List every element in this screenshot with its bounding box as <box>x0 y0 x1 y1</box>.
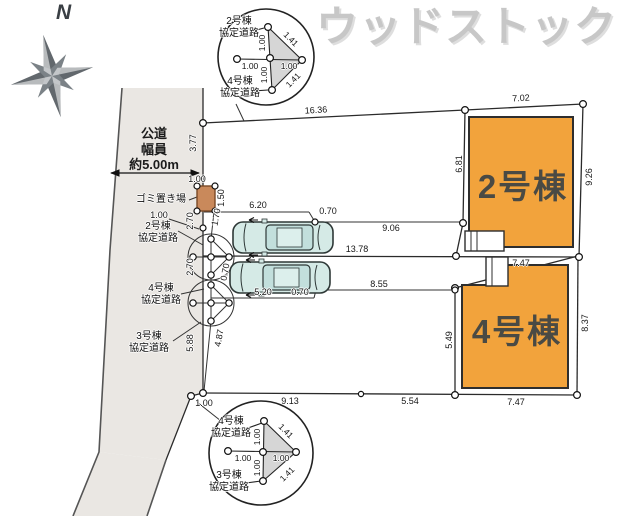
road-label-line: 約5.00m <box>129 157 179 172</box>
label-b4-agreement-road: 4号棟 協定道路 <box>141 283 181 307</box>
road-label-line: 幅員 <box>140 141 167 157</box>
dimension-label: 5.54 <box>401 396 419 406</box>
label-line: 協定道路 <box>138 233 178 244</box>
dimension-label: 13.78 <box>345 244 369 254</box>
callout-top-label-a: 2号棟 協定道路 <box>219 16 259 40</box>
dimension-label: 2.70 <box>185 258 195 276</box>
label-line: 4号棟 <box>227 76 253 87</box>
dimension-label: 1.00 <box>195 398 213 408</box>
label-line: 3号棟 <box>136 331 162 342</box>
dimension-label: 2.70 <box>185 212 195 230</box>
dimension-label: 1.00 <box>241 61 259 71</box>
dimension-label: 1.50 <box>216 189 226 207</box>
label-line: 4号棟 <box>148 283 174 294</box>
callout-top-label-b: 4号棟 協定道路 <box>220 76 260 100</box>
label-b3-agreement-road: 3号棟 協定道路 <box>129 331 169 355</box>
agreement-road-motifs <box>187 233 235 327</box>
road-label-line: 公道 <box>140 126 167 141</box>
building-2-porch <box>464 230 505 252</box>
label-line: 2号棟 <box>226 16 252 27</box>
dimension-label: 1.00 <box>272 453 290 463</box>
building-4-name: 4号棟 <box>471 313 563 350</box>
dimension-label: 1.00 <box>259 66 269 84</box>
dimension-label: 5.88 <box>185 334 195 352</box>
page-title: ウッドストック <box>315 3 617 50</box>
callout-bottom-label-b: 3号棟 協定道路 <box>209 470 249 494</box>
label-line: 協定道路 <box>209 482 249 493</box>
compass-rose-icon <box>10 34 94 118</box>
dimension-label: 5.20 <box>254 287 272 297</box>
dimension-label: 8.55 <box>370 279 388 289</box>
dimension-label: 1.00 <box>234 453 252 463</box>
dimension-label: 5.49 <box>444 331 454 349</box>
north-label: N <box>56 1 72 24</box>
dimension-label: 16.36 <box>304 104 328 116</box>
dimension-label: 3.77 <box>188 134 198 152</box>
building-4-porch <box>485 256 509 287</box>
dimension-label: 7.47 <box>507 397 525 407</box>
garbage-station <box>196 185 216 212</box>
building-4 <box>461 256 569 389</box>
dimension-label: 7.02 <box>511 92 531 104</box>
dimension-label: 1.00 <box>150 210 168 220</box>
label-line: 協定道路 <box>220 88 260 99</box>
label-line: ゴミ置き場 <box>136 194 186 205</box>
garbage-station-label: ゴミ置き場 <box>136 194 186 206</box>
label-line: 4号棟 <box>218 416 244 427</box>
building-2 <box>464 116 574 252</box>
building-2-name: 2号棟 <box>477 168 569 205</box>
label-line: 協定道路 <box>129 343 169 354</box>
dimension-label: 9.13 <box>281 396 299 406</box>
dimension-label: 9.26 <box>584 168 594 186</box>
dimension-label: 0.70 <box>291 287 309 297</box>
public-road <box>72 87 203 516</box>
callout-bottom <box>208 400 314 506</box>
dimension-label: 1.00 <box>280 61 298 71</box>
dimension-label: 6.20 <box>249 200 267 210</box>
dimension-label: 1.00 <box>188 174 206 184</box>
dimension-label: 9.06 <box>382 223 400 233</box>
label-line: 協定道路 <box>219 28 259 39</box>
lot-boundaries <box>165 88 584 461</box>
label-line: 協定道路 <box>211 428 251 439</box>
dimension-label: 6.81 <box>454 155 464 173</box>
label-line: 協定道路 <box>141 295 181 306</box>
label-line: 3号棟 <box>216 470 242 481</box>
dimension-label: 1.00 <box>252 428 262 446</box>
road-width-label: 公道 幅員 約5.00m <box>129 126 179 173</box>
dimension-label: 1.00 <box>257 34 267 52</box>
dimension-label: 8.37 <box>580 314 590 332</box>
label-line: 2号棟 <box>145 221 171 232</box>
dimension-label: 1.00 <box>252 459 262 477</box>
dimension-label: 7.47 <box>512 258 530 268</box>
callout-top <box>217 8 315 106</box>
dimension-label: 0.70 <box>319 206 337 216</box>
survey-nodes <box>187 99 587 401</box>
label-b2-agreement-road: 2号棟 協定道路 <box>138 221 178 245</box>
parked-car-2 <box>229 256 331 299</box>
callout-bottom-label-a: 4号棟 協定道路 <box>211 416 251 440</box>
